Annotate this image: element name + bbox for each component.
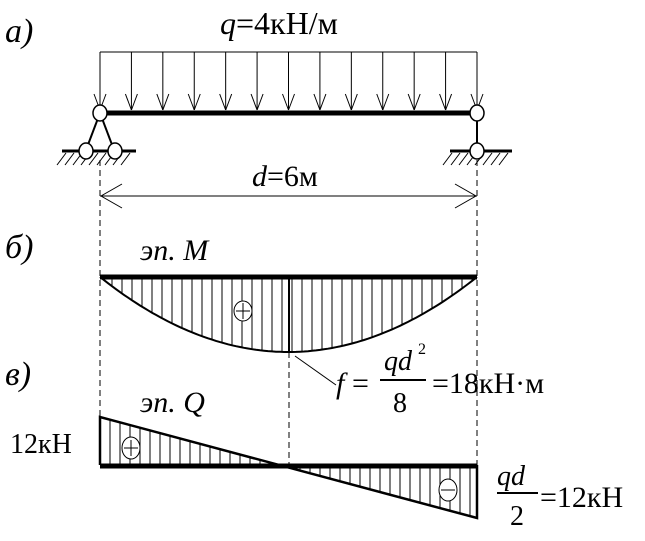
load-arrowhead [319,93,327,111]
load-arrowhead [124,93,132,111]
ground-hatch [490,152,501,166]
ground-hatch [482,152,493,166]
moment-title: эп. M [140,234,210,267]
svg-text:2: 2 [510,501,524,532]
ground-hatch [56,152,67,166]
load-arrowhead [282,93,289,111]
plus-sign-icon [121,436,141,460]
load-arrowhead [382,93,390,111]
svg-text:=12кН: =12кН [540,481,623,514]
shear-title: эп. Q [140,386,205,419]
load-arrowhead [225,93,233,111]
svg-text:8: 8 [393,388,407,419]
svg-text:2: 2 [418,341,426,358]
ground-hatch [498,152,509,166]
label-a: а) [5,13,33,50]
svg-text:f: f [336,367,348,400]
svg-text:qd: qd [497,461,526,492]
pinned-support-left [56,104,136,166]
load-arrowhead [162,93,170,111]
label-b: б) [5,229,33,266]
load-arrowhead [256,93,264,111]
load-arrowhead [193,93,201,111]
load-arrowhead [350,93,358,111]
moment-formula: f = qd 2 8 =18кН·м [336,341,544,419]
load-arrowhead [156,93,164,111]
span-dimension [99,160,478,465]
load-arrowhead [187,93,195,111]
shear-left-value: 12кН [10,429,72,460]
ground-hatch [88,152,99,166]
ground-hatch [442,152,453,166]
minus-sign-icon [438,478,458,502]
ground-hatch [450,152,461,166]
ground-hatch [458,152,469,166]
load-arrowhead [250,93,258,111]
distributed-load [93,51,484,111]
load-arrowhead [130,93,138,111]
svg-text:qd: qd [384,346,413,377]
shear-formula: qd 2 =12кН [497,461,623,532]
ground-hatch [96,152,107,166]
label-v: в) [5,356,31,393]
load-arrowhead [376,93,384,111]
svg-text:=: = [352,367,369,400]
ground-hatch [120,152,131,166]
load-arrowhead [407,93,415,111]
load-arrowhead [313,93,321,111]
load-arrowhead [219,93,227,111]
span-label: d=6м [252,160,318,193]
load-label: q=4кН/м [220,5,338,41]
load-arrowhead [288,93,295,111]
load-arrowhead [413,93,421,111]
ground-hatch [64,152,75,166]
plus-sign-icon [233,300,253,322]
load-arrowhead [344,93,352,111]
load-arrowhead [439,93,447,111]
leader-line [294,355,337,386]
svg-text:=18кН·м: =18кН·м [432,367,544,400]
load-arrowhead [445,93,453,111]
